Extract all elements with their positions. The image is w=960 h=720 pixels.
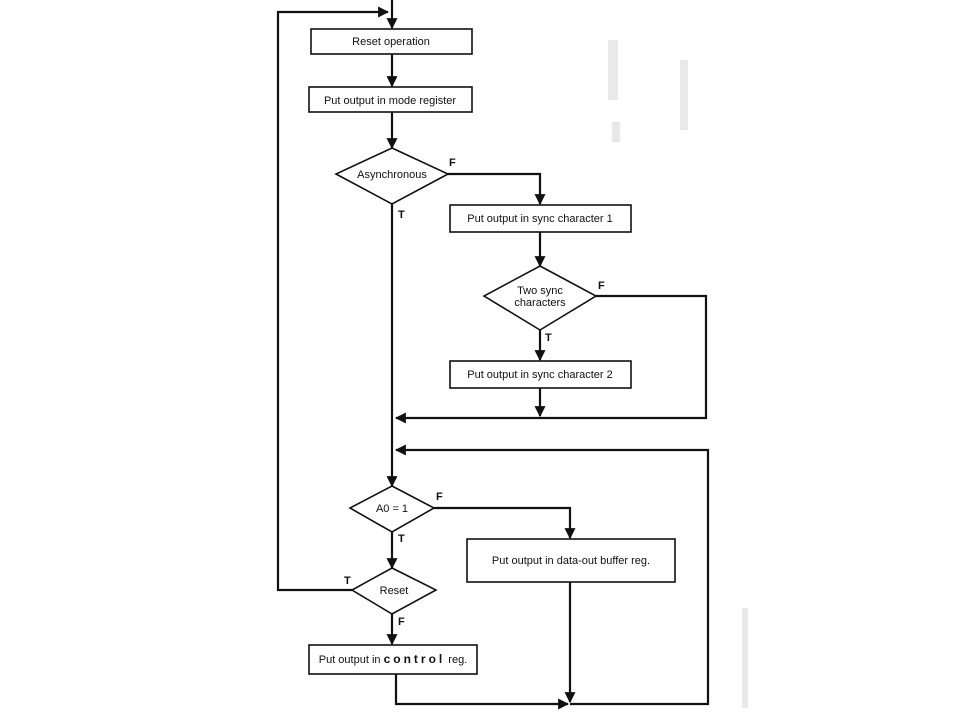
background-smudges [608, 40, 748, 708]
mode-register-box: Put output in mode register [308, 86, 473, 113]
asynchronous-label: Asynchronous [357, 169, 427, 181]
sync-char-1-box: Put output in sync character 1 [449, 204, 632, 233]
sync-char-2-box: Put output in sync character 2 [449, 360, 632, 389]
two-sync-false-label: F [598, 280, 605, 292]
reset-true-label: T [344, 575, 351, 587]
a0-false-label: F [436, 491, 443, 503]
asynchronous-decision: Asynchronous [334, 147, 450, 205]
reset-decision: Reset [350, 567, 438, 615]
a0-decision: A0 = 1 [348, 485, 436, 533]
async-true-label: T [398, 209, 405, 221]
two-sync-true-label: T [545, 332, 552, 344]
control-label: Put output in control reg. [319, 652, 468, 666]
mode-register-label: Put output in mode register [324, 95, 456, 107]
a0-true-label: T [398, 533, 405, 545]
two-sync-label-line2: characters [514, 297, 566, 309]
control-prefix: Put output in [319, 654, 384, 666]
control-suffix: reg. [445, 654, 467, 666]
reset-operation-label: Reset operation [352, 36, 430, 48]
a0-label: A0 = 1 [376, 503, 408, 515]
data-out-label: Put output in data-out buffer reg. [492, 555, 650, 567]
branch-labels: F T F T F T T F [344, 157, 605, 628]
connectors [276, 0, 710, 710]
sync-char-1-label: Put output in sync character 1 [467, 213, 613, 225]
sync-char-2-label: Put output in sync character 2 [467, 369, 613, 381]
control-word: control [384, 652, 446, 666]
reset-false-label: F [398, 616, 405, 628]
reset-label: Reset [380, 585, 409, 597]
control-box: Put output in control reg. [308, 644, 478, 675]
async-false-label: F [449, 157, 456, 169]
two-sync-decision: Two sync characters [482, 265, 598, 331]
reset-operation-box: Reset operation [310, 28, 473, 55]
data-out-box: Put output in data-out buffer reg. [466, 538, 676, 583]
two-sync-label-line1: Two sync [517, 285, 563, 297]
